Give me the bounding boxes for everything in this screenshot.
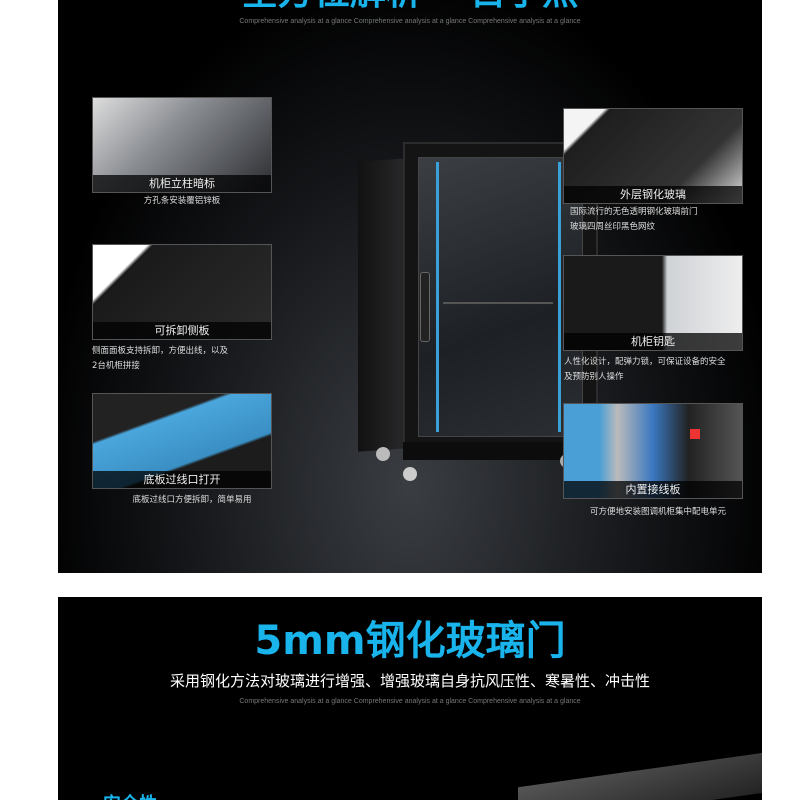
feature-overview-panel: 全方位解析 一目了然 Comprehensive analysis at a g… [58, 0, 762, 573]
feature-label: 机柜立柱暗标 [93, 175, 271, 192]
feature-caption: 可方便地安装图调机柜集中配电单元 [563, 505, 753, 520]
feature-caption: 方孔条安装覆铝锌板 [92, 194, 272, 209]
feature-tile-power-strip: 内置接线板 [563, 403, 743, 499]
cabinet-image [358, 142, 598, 481]
feature-caption: 人性化设计，配弹力锁，可保证设备的安全 及预防别人操作 [564, 355, 760, 385]
section-description: 采用钢化方法对玻璃进行增强、增强玻璃自身抗风压性、寒暑性、冲击性 [169, 672, 650, 690]
side-label: 安全性 [103, 790, 157, 800]
section-title: 5mm钢化玻璃门 [254, 618, 566, 664]
glass-door-panel: 5mm钢化玻璃门 采用钢化方法对玻璃进行增强、增强玻璃自身抗风压性、寒暑性、冲击… [58, 597, 762, 800]
caption-line: 方孔条安装覆铝锌板 [143, 196, 221, 206]
section-subtitle: Comprehensive analysis at a glance Compr… [239, 18, 581, 25]
power-switch-icon [690, 429, 700, 439]
caption-line: 人性化设计，配弹力锁，可保证设备的安全 [564, 357, 726, 367]
caption-line: 玻璃四周丝印黑色网纹 [570, 222, 656, 232]
feature-tile-column-marks: 机柜立柱暗标 [92, 97, 272, 193]
caption-line: 国际流行的无色透明钢化玻璃前门 [570, 207, 698, 217]
feature-caption: 国际流行的无色透明钢化玻璃前门 玻璃四周丝印黑色网纹 [570, 205, 760, 235]
feature-tile-cable-port: 底板过线口打开 [92, 393, 272, 489]
caption-line: 侧面面板支持拆卸，方便出线，以及 [92, 346, 229, 356]
feature-label: 内置接线板 [564, 481, 742, 498]
feature-caption: 侧面面板支持拆卸，方便出线，以及 2台机柜拼接 [92, 344, 292, 374]
section-subtitle: Comprehensive analysis at a glance Compr… [239, 698, 581, 705]
feature-label: 可拆卸侧板 [93, 322, 271, 339]
feature-tile-tempered-glass: 外层钢化玻璃 [563, 108, 743, 204]
feature-tile-cabinet-key: 机柜钥匙 [563, 255, 743, 351]
caption-line: 2台机柜拼接 [92, 361, 140, 371]
caption-line: 及预防别人操作 [564, 372, 624, 382]
cabinet-top-image [518, 750, 762, 800]
feature-label: 机柜钥匙 [564, 333, 742, 350]
caption-line: 可方便地安装图调机柜集中配电单元 [589, 507, 726, 517]
caption-line: 底板过线口方便拆卸，简单易用 [132, 495, 252, 505]
feature-caption: 底板过线口方便拆卸，简单易用 [92, 493, 292, 508]
feature-label: 外层钢化玻璃 [564, 186, 742, 203]
feature-label: 底板过线口打开 [93, 471, 271, 488]
section-title: 全方位解析 一目了然 [58, 0, 762, 12]
feature-tile-side-panel: 可拆卸侧板 [92, 244, 272, 340]
